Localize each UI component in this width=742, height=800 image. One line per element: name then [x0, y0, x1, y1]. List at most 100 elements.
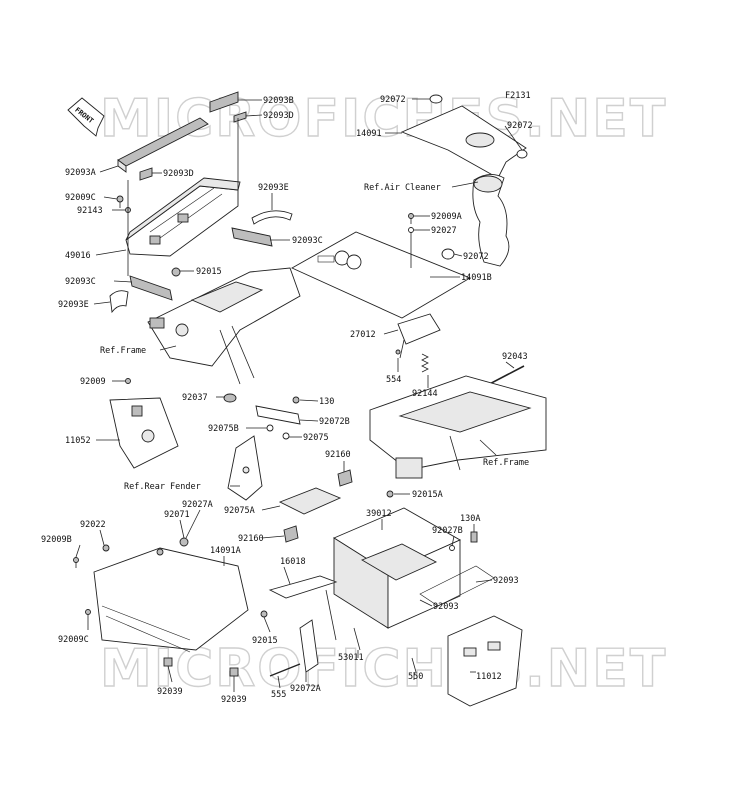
pad-92160-left: [283, 525, 299, 543]
foam-block-92093b: [209, 91, 239, 113]
bracket-11052: [109, 397, 179, 469]
label-92072a: 92072A: [290, 684, 321, 694]
label-92072-top: 92072: [380, 95, 406, 105]
nut-92015-bottom: [260, 610, 268, 618]
air-cleaner-duct: [472, 174, 510, 267]
seat-bracket-49016: [125, 177, 241, 257]
ref-air-cleaner: Ref.Air Cleaner: [364, 183, 441, 193]
leader-lines: [75, 98, 523, 692]
cover-14091: [400, 105, 527, 179]
label-92093a: 92093A: [65, 168, 96, 178]
label-11052: 11052: [65, 436, 91, 446]
label-92093c-right: 92093C: [292, 236, 323, 246]
label-16018: 16018: [280, 557, 306, 567]
diagram-code: F2131: [505, 91, 531, 101]
bolt-92039-right: [229, 667, 239, 677]
washer-92027: [408, 227, 414, 233]
label-92075b: 92075B: [208, 424, 239, 434]
label-92093-inner: 92093: [433, 602, 459, 612]
label-14091b: 14091B: [461, 273, 492, 283]
clip-92072-right: [516, 149, 528, 159]
label-49016: 49016: [65, 251, 91, 261]
bolt-130a: [470, 531, 478, 543]
battery-cover-11012: [447, 615, 523, 707]
bolt-555: [269, 663, 301, 677]
label-39012: 39012: [366, 509, 392, 519]
label-92075: 92075: [303, 433, 329, 443]
reference-labels: Ref.Air Cleaner Ref.Frame Ref.Frame Ref.…: [100, 183, 529, 492]
label-92022: 92022: [80, 520, 106, 530]
bolt-92009: [125, 378, 131, 384]
watermark-top: MICROFICHES.NET: [100, 89, 667, 149]
foam-block-92093c-left: [129, 275, 173, 301]
label-14091a: 14091A: [210, 546, 241, 556]
frame-left: [147, 267, 301, 385]
nut-92022: [102, 544, 110, 552]
pin-550: [411, 657, 417, 673]
label-130a: 130A: [460, 514, 480, 524]
grommet-92075b: [266, 424, 274, 432]
bolt-92009c: [116, 195, 124, 208]
label-92009a: 92009A: [431, 212, 462, 222]
bracket-92072b: [255, 396, 301, 425]
bolt-92009b: [73, 557, 79, 568]
label-92072-right: 92072: [507, 121, 533, 131]
cover-14091b: [291, 231, 472, 319]
label-27012: 27012: [350, 330, 376, 340]
label-555: 555: [271, 690, 286, 700]
bolt-92009a: [408, 213, 414, 224]
label-14091: 14091: [356, 129, 382, 139]
bracket-92072a: [299, 619, 319, 673]
label-130: 130: [319, 397, 334, 407]
label-92009c-bottom: 92009C: [58, 635, 89, 645]
label-92027b: 92027B: [432, 526, 463, 536]
pin-554: [395, 349, 401, 355]
label-11012: 11012: [476, 672, 502, 682]
label-92015-top: 92015: [196, 267, 222, 277]
label-92160-right: 92160: [325, 450, 351, 460]
label-92009: 92009: [80, 377, 106, 387]
label-92027: 92027: [431, 226, 457, 236]
front-arrow-icon: FRONT: [67, 97, 105, 137]
frame-right: [369, 375, 547, 479]
label-92015a: 92015A: [412, 490, 443, 500]
label-92093d-top: 92093D: [263, 111, 294, 121]
foam-arc-92093e-top: [251, 210, 293, 225]
label-92075a: 92075A: [224, 506, 255, 516]
nut-92015: [171, 267, 181, 277]
label-92009b: 92009B: [41, 535, 72, 545]
label-92093c-left: 92093C: [65, 277, 96, 287]
clip-92072-top: [429, 94, 443, 104]
label-92039-left: 92039: [157, 687, 183, 697]
nut-92015a: [386, 490, 394, 498]
foam-strip-92093a: [117, 117, 209, 173]
clamp-92037: [223, 393, 237, 403]
bolt-92039-left: [163, 657, 173, 667]
bolt-92009c-bottom: [85, 609, 91, 615]
bracket-27012: [397, 313, 441, 359]
part-labels: 92093B 92093D 92093A 92093D 92009C 92143…: [41, 95, 533, 705]
label-92043: 92043: [502, 352, 528, 362]
ref-frame-right: Ref.Frame: [483, 458, 529, 468]
label-92093d-left: 92093D: [163, 169, 194, 179]
label-92015-bottom: 92015: [252, 636, 278, 646]
washer-92027b: [449, 545, 455, 551]
foam-block-92093d-left: [139, 167, 153, 181]
label-92072b: 92072B: [319, 417, 350, 427]
pad-92160-right: [337, 469, 353, 487]
nut-92071: [179, 537, 189, 547]
clip-92072-mid: [441, 248, 455, 260]
label-92093b: 92093B: [263, 96, 294, 106]
label-92143: 92143: [77, 206, 103, 216]
label-92093e-top: 92093E: [258, 183, 289, 193]
label-53011: 53011: [338, 653, 364, 663]
label-92027a: 92027A: [182, 500, 213, 510]
label-92071: 92071: [164, 510, 190, 520]
cover-14091a: [93, 547, 249, 653]
label-550: 550: [408, 672, 423, 682]
grommet-92075: [282, 432, 290, 440]
ref-rear-fender: Ref.Rear Fender: [124, 482, 201, 492]
label-92037: 92037: [182, 393, 208, 403]
strap-53011: [353, 627, 361, 651]
